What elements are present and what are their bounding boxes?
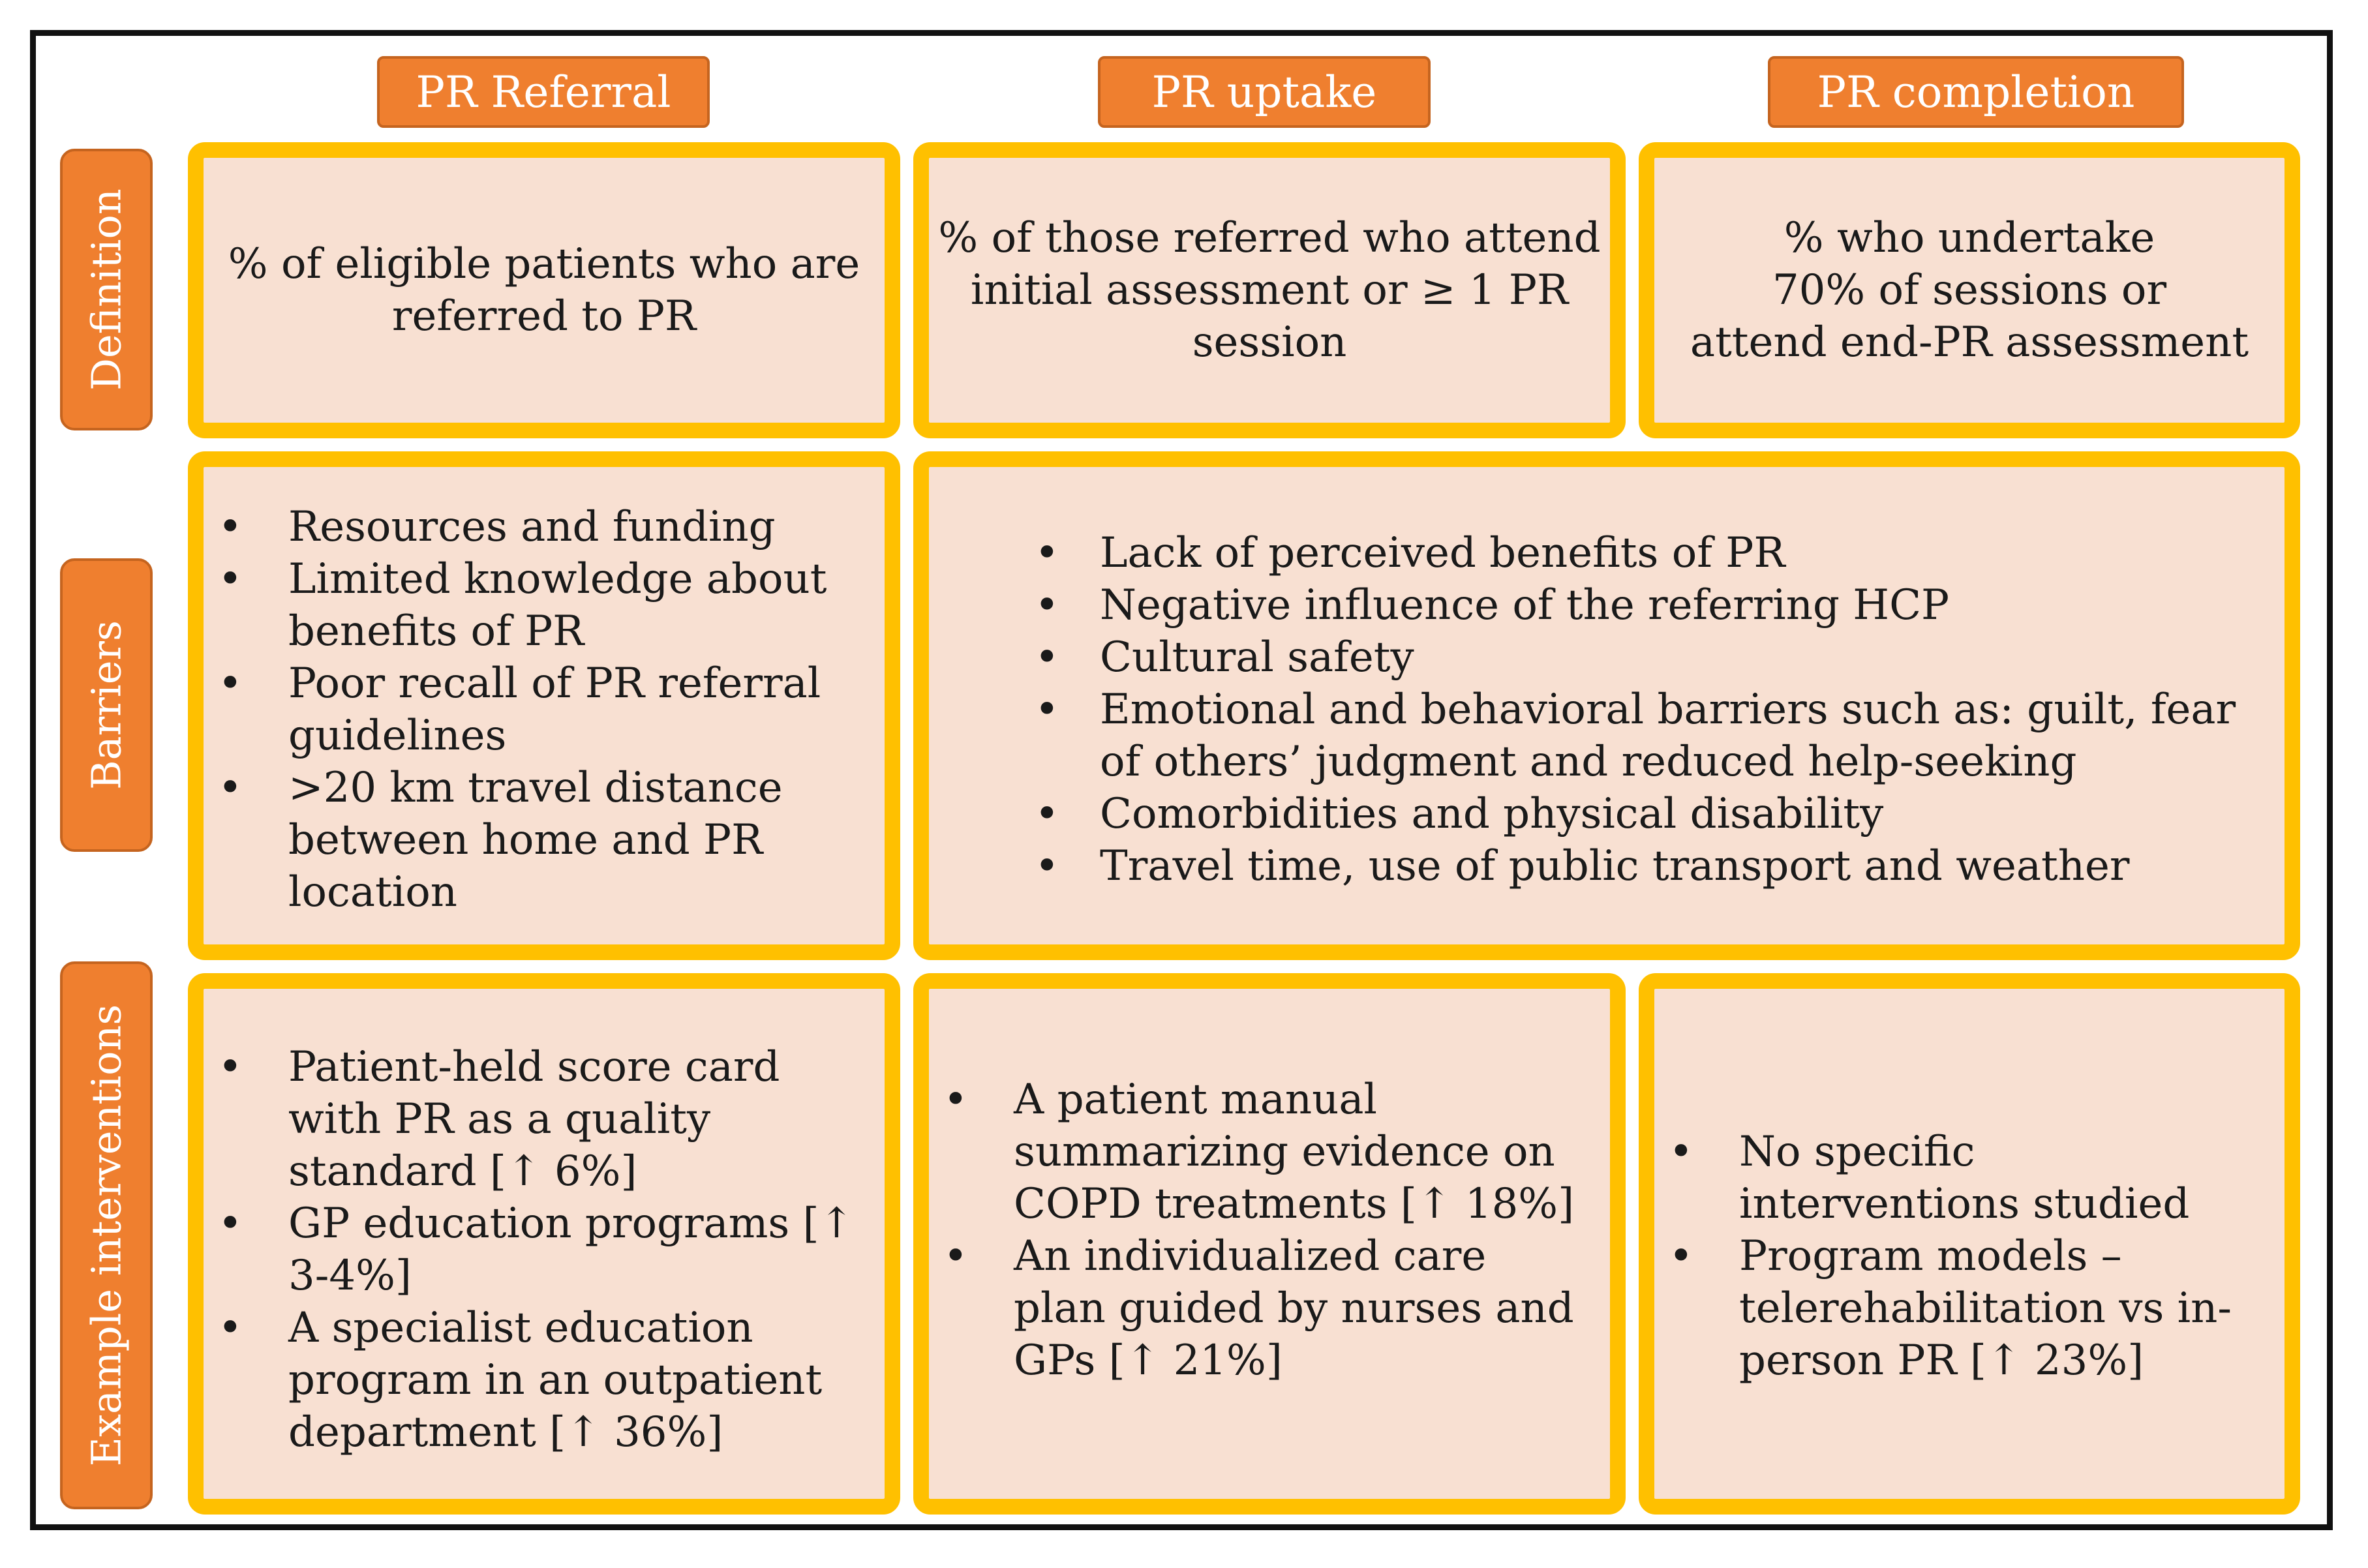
list-item: Travel time, use of public transport and…	[1027, 840, 2245, 892]
row-header-interventions-label: Example interventions	[82, 1004, 130, 1467]
row-header-barriers-label: Barriers	[82, 620, 130, 790]
definition-referral-text: % of eligible patients who are referred …	[228, 240, 860, 340]
list-item: A specialist education program in an out…	[218, 1302, 858, 1458]
list-item: Resources and funding	[218, 501, 858, 553]
interventions-completion-list: No specific interventions studied Progra…	[1669, 1126, 2258, 1387]
definition-uptake-text: % of those referred who attend initial a…	[938, 214, 1601, 367]
barriers-cell-referral: Resources and funding Limited knowledge …	[188, 451, 900, 960]
row-header-definition-label: Definition	[82, 188, 130, 391]
barriers-referral-list: Resources and funding Limited knowledge …	[218, 501, 858, 918]
row-header-barriers: Barriers	[60, 558, 153, 852]
column-header-uptake: PR uptake	[1098, 56, 1431, 128]
barriers-uptake-completion-list: Lack of perceived benefits of PR Negativ…	[1027, 527, 2245, 892]
row-header-interventions: Example interventions	[60, 961, 153, 1509]
list-item: >20 km travel distance between home and …	[218, 762, 858, 918]
column-header-referral: PR Referral	[377, 56, 710, 128]
definition-cell-completion: % who undertake 70% of sessions or atten…	[1639, 142, 2300, 438]
list-item: Emotional and behavioral barriers such a…	[1027, 684, 2245, 788]
interventions-cell-referral: Patient-held score card with PR as a qua…	[188, 973, 900, 1515]
list-item: Patient-held score card with PR as a qua…	[218, 1041, 858, 1198]
list-item: Lack of perceived benefits of PR	[1027, 527, 2245, 579]
list-item: Limited knowledge about benefits of PR	[218, 553, 858, 657]
interventions-referral-list: Patient-held score card with PR as a qua…	[218, 1041, 858, 1458]
interventions-cell-uptake: A patient manual summarizing evidence on…	[913, 973, 1626, 1515]
list-item: Cultural safety	[1027, 631, 2245, 684]
interventions-uptake-list: A patient manual summarizing evidence on…	[943, 1074, 1584, 1387]
definition-cell-uptake: % of those referred who attend initial a…	[913, 142, 1626, 438]
barriers-cell-uptake-completion: Lack of perceived benefits of PR Negativ…	[913, 451, 2300, 960]
interventions-cell-completion: No specific interventions studied Progra…	[1639, 973, 2300, 1515]
column-header-completion: PR completion	[1768, 56, 2184, 128]
list-item: An individualized care plan guided by nu…	[943, 1230, 1584, 1387]
definition-completion-text: % who undertake 70% of sessions or atten…	[1690, 214, 2249, 367]
list-item: Comorbidities and physical disability	[1027, 788, 2245, 840]
list-item: A patient manual summarizing evidence on…	[943, 1074, 1584, 1230]
list-item: Negative influence of the referring HCP	[1027, 579, 2245, 631]
list-item: Poor recall of PR referral guidelines	[218, 657, 858, 762]
list-item: GP education programs [↑ 3-4%]	[218, 1198, 858, 1302]
definition-cell-referral: % of eligible patients who are referred …	[188, 142, 900, 438]
list-item: Program models – telerehabilitation vs i…	[1669, 1230, 2258, 1387]
row-header-definition: Definition	[60, 149, 153, 430]
list-item: No specific interventions studied	[1669, 1126, 2258, 1230]
